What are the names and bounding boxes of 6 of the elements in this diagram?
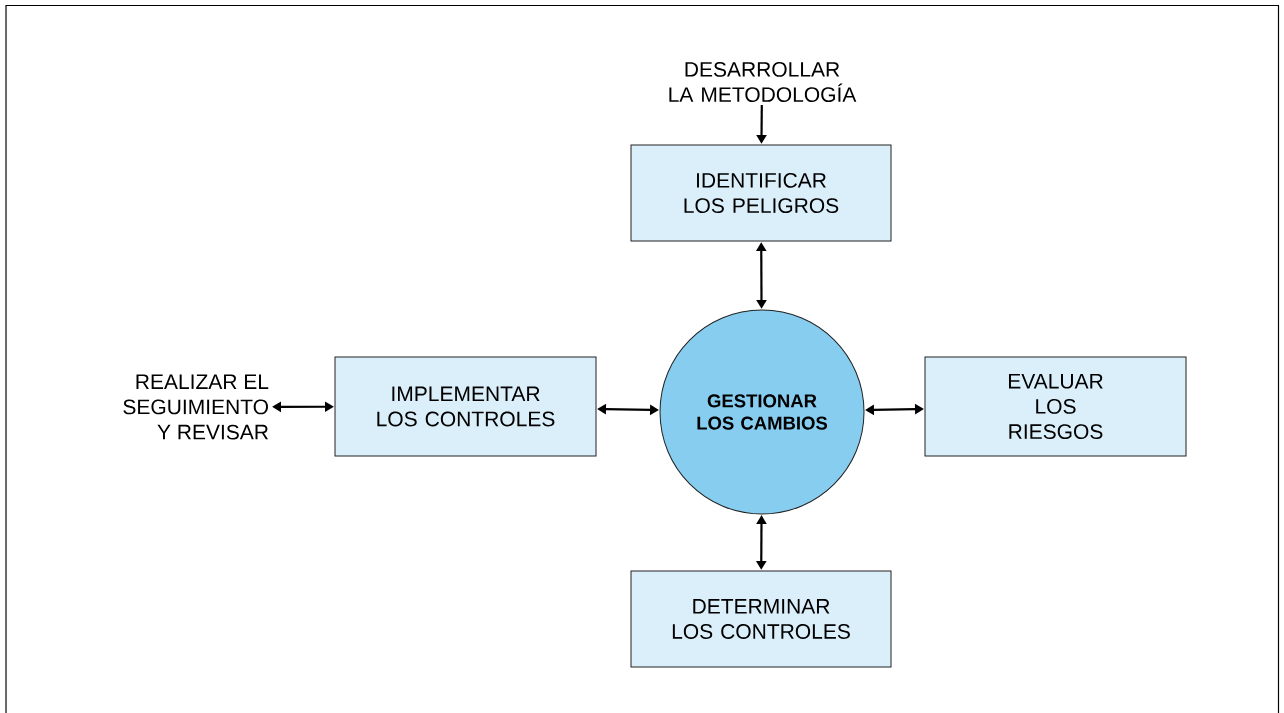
flow-text: DESARROLLAR LA METODOLOGÍA <box>669 61 857 103</box>
process-box: DETERMINAR LOS CONTROLES <box>630 570 892 668</box>
flow-text: REALIZAR EL SEGUIMIENTO Y REVISAR <box>123 374 269 440</box>
process-box: EVALUAR LOS RIESGOS <box>924 356 1187 457</box>
process-box: IMPLEMENTAR LOS CONTROLES <box>334 356 597 457</box>
process-box: IDENTIFICAR LOS PELIGROS <box>630 144 892 242</box>
